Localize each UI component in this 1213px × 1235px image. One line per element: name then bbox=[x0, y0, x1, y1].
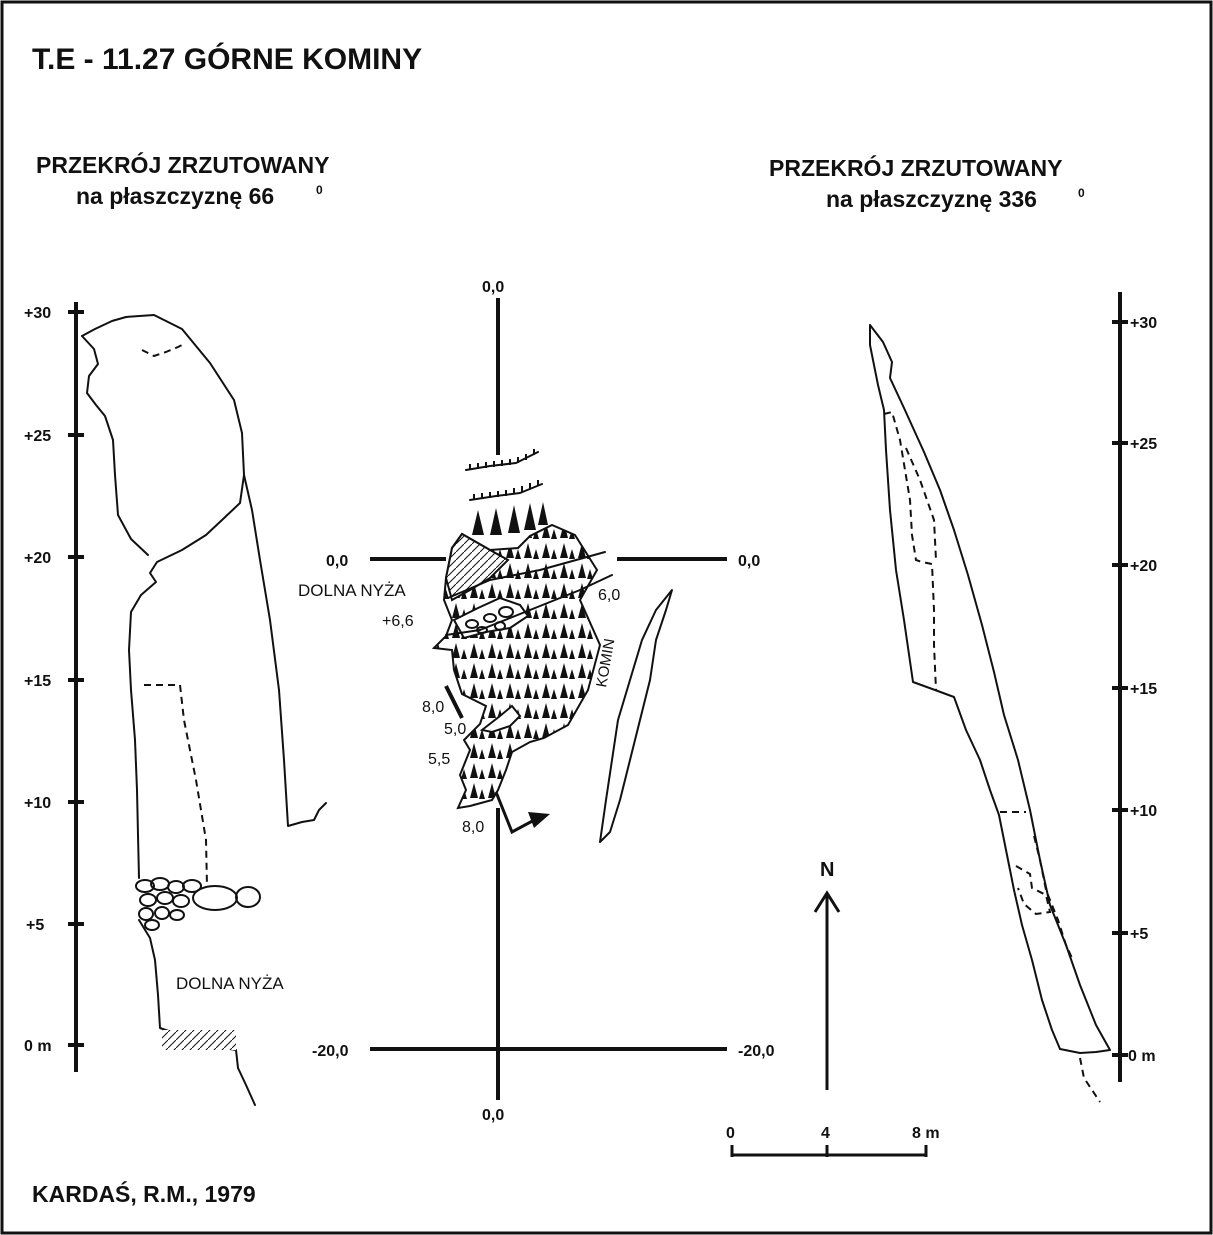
scale-label-4: 4 bbox=[821, 1125, 830, 1142]
plan-grid bbox=[370, 298, 727, 1100]
right-profile-outline-b bbox=[869, 324, 1061, 1050]
plan-label-left-mid: 0,0 bbox=[326, 553, 348, 570]
plan-depth-b: 8,0 bbox=[422, 699, 444, 716]
plan-label-bottom: 0,0 bbox=[482, 1107, 504, 1124]
left-dashed-ceiling bbox=[144, 684, 208, 887]
north-label: N bbox=[820, 859, 834, 881]
left-tick-30: +30 bbox=[24, 305, 51, 322]
right-tick-30: +30 bbox=[1130, 315, 1157, 332]
right-profile-outline bbox=[869, 324, 1111, 1054]
plan-ledge-line-1 bbox=[447, 551, 606, 599]
scale-bar bbox=[730, 1145, 928, 1157]
right-tick-0: 0 m bbox=[1128, 1048, 1156, 1065]
right-tick-25: +25 bbox=[1130, 436, 1157, 453]
right-heading-line2: na płaszczyznę 336 bbox=[826, 186, 1037, 212]
right-tick-5: +5 bbox=[1130, 926, 1148, 943]
left-tick-15: +15 bbox=[24, 673, 51, 690]
plan-komin-outline bbox=[599, 589, 673, 843]
left-tick-25: +25 bbox=[24, 428, 51, 445]
plan-depth-c: 5,0 bbox=[444, 721, 466, 738]
left-dashed-top bbox=[141, 343, 185, 358]
scale-label-0: 0 bbox=[726, 1125, 735, 1142]
plan-dolna-nyza-label: DOLNA NYŻA bbox=[298, 581, 406, 600]
author-credit: KARDAŚ, R.M., 1979 bbox=[32, 1180, 256, 1207]
left-heading-line2: na płaszczyznę 66 bbox=[76, 183, 274, 209]
plan-label-right-bottom: -20,0 bbox=[738, 1043, 775, 1060]
left-floor-sediment bbox=[162, 1030, 236, 1050]
left-profile-shelf bbox=[243, 474, 327, 827]
plan-depth-dolna: +6,6 bbox=[382, 613, 414, 630]
left-heading-degree: 0 bbox=[316, 183, 323, 197]
left-heading-line1: PRZEKRÓJ ZRZUTOWANY bbox=[36, 151, 329, 178]
plan-entrance-path bbox=[494, 791, 539, 835]
left-dolna-nyza-label: DOLNA NYŻA bbox=[176, 974, 284, 993]
plan-upper-ledges bbox=[465, 449, 548, 535]
right-dashed-wall bbox=[883, 410, 937, 691]
plan-label-left-bottom: -20,0 bbox=[312, 1043, 349, 1060]
right-heading-line1: PRZEKRÓJ ZRZUTOWANY bbox=[769, 154, 1062, 181]
left-tick-0: 0 m bbox=[24, 1038, 52, 1055]
left-tick-10: +10 bbox=[24, 795, 51, 812]
plan-depth-marker bbox=[444, 685, 464, 719]
right-dashed-boulder bbox=[1015, 865, 1052, 916]
left-tick-5: +5 bbox=[26, 917, 44, 934]
plan-label-top: 0,0 bbox=[482, 279, 504, 296]
right-dashed-inner bbox=[905, 447, 937, 561]
plan-sediment-patch bbox=[444, 532, 510, 602]
plan-inner-void bbox=[479, 704, 522, 734]
plan-entrance-arrow-icon bbox=[528, 812, 550, 828]
north-arrow-icon bbox=[813, 890, 841, 913]
right-tick-15: +15 bbox=[1130, 681, 1157, 698]
plan-label-right-mid: 0,0 bbox=[738, 553, 760, 570]
left-profile-outline bbox=[81, 314, 245, 879]
right-dashed-tail bbox=[1079, 1057, 1101, 1103]
right-tick-10: +10 bbox=[1130, 803, 1157, 820]
left-boulders bbox=[135, 877, 261, 931]
plan-depth-a: 6,0 bbox=[598, 587, 620, 604]
left-tick-20: +20 bbox=[24, 550, 51, 567]
right-heading-degree: 0 bbox=[1078, 186, 1085, 200]
left-profile-outline-b bbox=[81, 335, 149, 556]
plan-depth-e: 8,0 bbox=[462, 819, 484, 836]
right-axis-ticks bbox=[1112, 320, 1128, 1057]
scale-label-8m: 8 m bbox=[912, 1125, 940, 1142]
plan-depth-d: 5,5 bbox=[428, 751, 450, 768]
plan-main-chamber bbox=[431, 523, 602, 810]
left-axis-ticks bbox=[68, 310, 84, 1047]
left-profile-lower bbox=[138, 919, 256, 1106]
right-tick-20: +20 bbox=[1130, 558, 1157, 575]
page-title: T.E - 11.27 GÓRNE KOMINY bbox=[32, 42, 422, 76]
plan-ledge-line-2 bbox=[445, 574, 613, 636]
